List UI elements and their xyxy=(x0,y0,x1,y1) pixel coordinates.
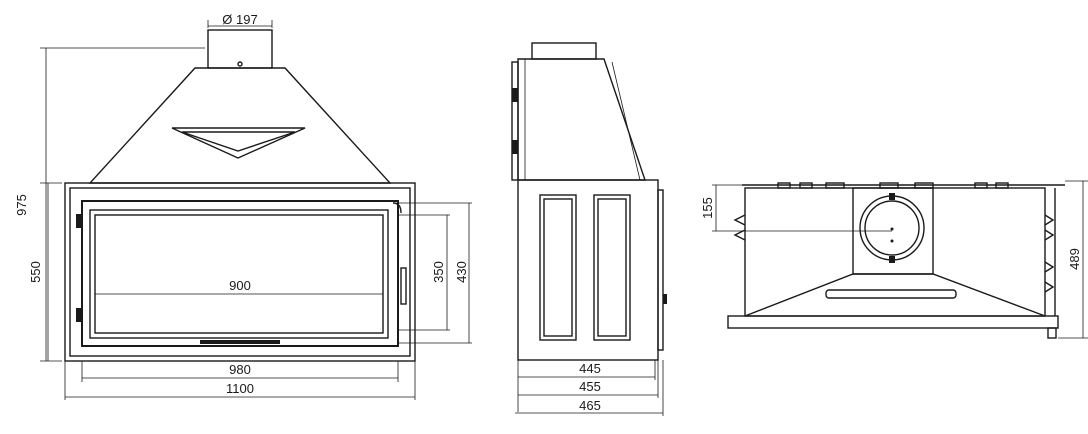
total-height-label: 975 xyxy=(14,194,29,216)
side-view: 445 455 465 xyxy=(511,42,667,416)
side-panel-left xyxy=(539,194,577,341)
firebox-body xyxy=(64,182,416,362)
door-handle-icon xyxy=(400,267,407,305)
door-height-label: 430 xyxy=(454,261,469,283)
flue-clip-top-icon xyxy=(889,193,895,200)
top-body xyxy=(744,187,1046,317)
flue-diameter-label: Ø 197 xyxy=(222,12,257,27)
flue-offset-label: 155 xyxy=(700,197,715,219)
top-depth-label: 489 xyxy=(1067,248,1082,270)
door-width-label: 980 xyxy=(229,362,251,377)
hinge-top-icon xyxy=(76,214,81,228)
left-bracket-icon xyxy=(733,214,746,241)
side-body xyxy=(517,179,659,361)
door-glass xyxy=(89,209,389,339)
side-handle-icon xyxy=(663,294,667,304)
door-glass-inner xyxy=(94,214,384,334)
top-foot-icon xyxy=(1047,327,1057,339)
firebox-inner-frame xyxy=(69,187,411,357)
top-hood-slopes xyxy=(744,273,1046,317)
door-frame xyxy=(81,200,399,347)
side-panel-right xyxy=(593,194,631,341)
hood xyxy=(88,67,392,184)
side-bracket-top-icon xyxy=(512,88,518,102)
flue-screw-icon xyxy=(237,61,243,67)
side-rear-wall xyxy=(511,61,519,181)
side-flue xyxy=(531,42,597,60)
deflector-inner xyxy=(181,131,296,152)
deflector xyxy=(171,127,306,159)
body-height-label: 550 xyxy=(28,261,43,283)
glass-height-label: 350 xyxy=(431,261,446,283)
door-latch-icon xyxy=(392,202,402,214)
air-slot xyxy=(200,340,280,344)
top-flue-circle-inner xyxy=(864,200,920,256)
side-bracket-bottom-icon xyxy=(512,140,518,154)
top-base-plate xyxy=(727,315,1059,329)
hinge-bottom-icon xyxy=(76,308,81,322)
front-view: 975 550 Ø 197 350 430 900 980 1100 xyxy=(14,12,472,400)
top-deflector xyxy=(825,289,957,299)
right-bracket-icon xyxy=(1044,214,1055,293)
total-width-label: 1100 xyxy=(226,381,254,396)
side-depth-445-label: 445 xyxy=(579,361,601,376)
glass-width-label: 900 xyxy=(229,278,251,293)
top-view: 155 489 xyxy=(700,180,1088,339)
side-door-profile xyxy=(657,189,664,351)
side-panel-right-inner xyxy=(597,198,627,337)
side-depth-455-label: 455 xyxy=(579,379,601,394)
side-depth-465-label: 465 xyxy=(579,398,601,413)
side-panel-left-inner xyxy=(543,198,573,337)
flue-clip-bottom-icon xyxy=(889,256,895,263)
